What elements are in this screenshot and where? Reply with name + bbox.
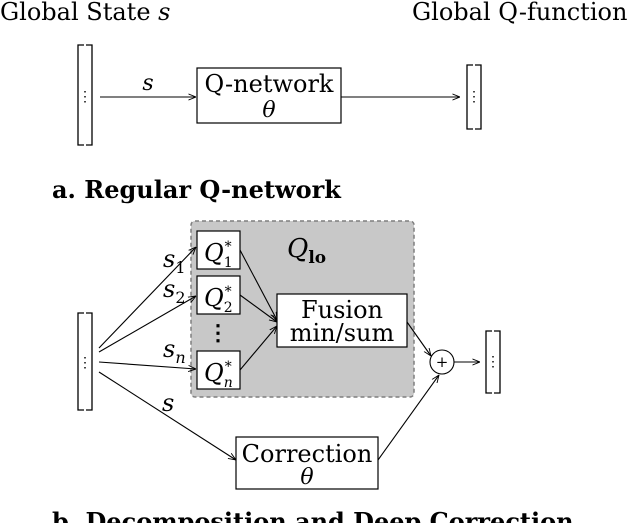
sn-label: sn	[163, 335, 186, 367]
caption-a: a. Regular Q-network	[52, 175, 342, 204]
state-arrow-label-a: s	[142, 71, 153, 96]
vector-dots: ⋮	[486, 354, 500, 370]
correction-label: Correction	[242, 440, 373, 468]
s1-arrow	[98, 247, 196, 349]
fusion-label: Fusion	[301, 296, 383, 324]
correction-input-arrow	[98, 371, 236, 460]
qn-box	[196, 350, 241, 390]
q-network-label: Q-network	[205, 70, 334, 98]
vector-dots: ⋮	[78, 89, 92, 105]
correction-sum-arrow	[377, 375, 439, 461]
q-network-param: θ	[262, 98, 275, 123]
vector-dots: ⋮	[467, 89, 481, 105]
vector-dots: ⋮	[78, 355, 92, 371]
correction-input-label: s	[162, 389, 174, 417]
q2-fusion-arrow	[239, 294, 277, 322]
q-ellipsis: ⋮	[207, 320, 229, 346]
output-vector-b: ⋮	[485, 330, 501, 394]
fusion-sum-arrow	[406, 321, 431, 356]
q1-fusion-arrow	[239, 249, 277, 320]
input-vector-b: ⋮	[77, 312, 93, 411]
sn-arrow	[98, 361, 196, 369]
q2-box	[196, 275, 241, 315]
s1-label: s1	[163, 245, 186, 277]
s2-arrow	[98, 296, 196, 353]
fusion-box	[276, 293, 408, 348]
plus-sign: +	[436, 353, 449, 371]
output-vector-a: ⋮	[466, 64, 482, 130]
global-state-label: Global State s	[0, 0, 170, 26]
global-q-function-label: Global Q-function	[412, 0, 627, 26]
q-lo-label: Qlo	[287, 234, 326, 268]
q-network-box	[196, 67, 342, 124]
qn-fusion-arrow	[239, 326, 277, 371]
s2-label: s2	[163, 275, 186, 307]
q2-label: Q2*	[204, 284, 233, 316]
q1-label: Q1*	[204, 239, 233, 271]
fusion-op-label: min/sum	[290, 319, 395, 347]
input-vector-a: ⋮	[77, 44, 93, 146]
qn-label: Qn*	[204, 359, 233, 391]
correction-param: θ	[300, 465, 313, 490]
correction-box	[235, 436, 379, 490]
q1-box	[196, 230, 241, 270]
caption-b: b. Decomposition and Deep Correction	[52, 507, 574, 523]
